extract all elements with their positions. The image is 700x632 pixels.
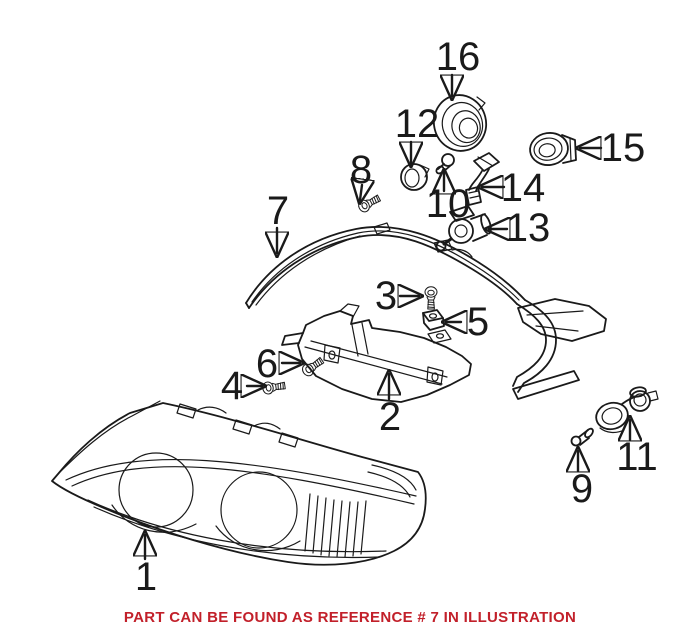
part-10-bulb bbox=[435, 153, 455, 175]
part-9-bulb bbox=[570, 427, 594, 447]
part-3-screw bbox=[424, 286, 438, 310]
part-callout-15: 15 bbox=[600, 126, 646, 170]
part-6-screw bbox=[299, 354, 326, 379]
part-callout-2: 2 bbox=[378, 395, 402, 439]
part-5-clip-nut bbox=[422, 309, 445, 331]
part-callout-13: 13 bbox=[505, 206, 551, 250]
part-callout-1: 1 bbox=[134, 555, 158, 599]
part-11-socket bbox=[595, 386, 659, 434]
part-callout-12: 12 bbox=[394, 102, 440, 146]
part-callout-4: 4 bbox=[220, 364, 244, 408]
part-callout-11: 11 bbox=[616, 435, 658, 479]
part-callout-3: 3 bbox=[374, 274, 398, 318]
part-7-trim-strip bbox=[245, 222, 607, 400]
part-callout-9: 9 bbox=[570, 467, 594, 511]
part-callout-10: 10 bbox=[425, 182, 471, 226]
part-callout-7: 7 bbox=[266, 189, 290, 233]
part-callout-8: 8 bbox=[349, 148, 373, 192]
part-callout-5: 5 bbox=[466, 300, 490, 344]
callout-arrows bbox=[145, 73, 630, 561]
part-callout-6: 6 bbox=[255, 342, 279, 386]
part-15-cap bbox=[529, 132, 577, 166]
part-callout-16: 16 bbox=[435, 35, 481, 79]
part-callout-14: 14 bbox=[500, 166, 546, 210]
part-1-headlight-assembly bbox=[51, 400, 427, 566]
part-14-connector bbox=[465, 152, 500, 206]
reference-caption: PART CAN BE FOUND AS REFERENCE # 7 IN IL… bbox=[123, 609, 577, 626]
part-2-bracket bbox=[281, 303, 472, 403]
